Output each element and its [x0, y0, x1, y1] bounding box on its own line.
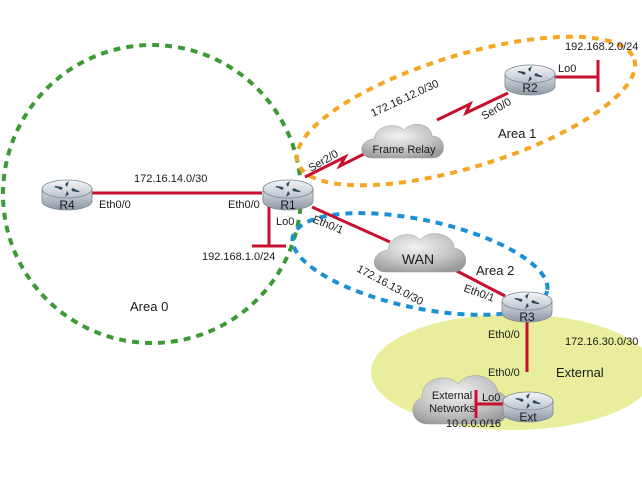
iface-ext-lo0: Lo0 [482, 392, 500, 404]
link-frame-relay-r2 [436, 91, 509, 122]
frame-relay-cloud[interactable]: Frame Relay [361, 124, 444, 159]
area0-label: Area 0 [130, 299, 168, 314]
wan-cloud[interactable]: WAN [374, 233, 466, 273]
iface-r1-ser20: Ser2/0 [307, 148, 341, 175]
subnet-r4-r1: 172.16.14.0/30 [134, 173, 207, 185]
external-label: External [556, 365, 604, 380]
router-r3[interactable]: R3 [501, 291, 553, 324]
router-ext-label: Ext [519, 410, 537, 424]
subnet-r3-ext: 172.16.30.0/30 [565, 336, 638, 348]
router-r2-label: R2 [522, 81, 538, 95]
iface-ext-eth00: Eth0/0 [488, 367, 520, 379]
router-r3-label: R3 [519, 310, 535, 324]
external-networks-label-2: Networks [429, 403, 475, 415]
iface-r3-eth00: Eth0/0 [488, 329, 520, 341]
area1-boundary [294, 34, 638, 188]
iface-r3-eth01: Eth0/1 [462, 283, 496, 305]
iface-r2-lo0: Lo0 [558, 63, 576, 75]
router-r4[interactable]: R4 [41, 179, 93, 212]
link-r1-frame-relay [304, 145, 379, 179]
subnet-r1-lo0: 192.168.1.0/24 [202, 251, 275, 263]
iface-r4-eth00: Eth0/0 [99, 199, 131, 211]
external-networks-cloud[interactable]: External Networks [412, 375, 509, 425]
subnet-r2-lo0: 192.168.2.0/24 [565, 41, 638, 53]
area1-label: Area 1 [498, 126, 536, 141]
area2-label: Area 2 [476, 263, 514, 278]
router-r1-label: R1 [280, 198, 296, 212]
iface-r1-eth01: Eth0/1 [311, 214, 345, 237]
link-r1-wan [311, 205, 391, 244]
external-networks-label-1: External [432, 390, 472, 402]
router-r4-label: R4 [59, 198, 75, 212]
iface-r1-eth00: Eth0/0 [228, 199, 260, 211]
frame-relay-label: Frame Relay [373, 144, 436, 156]
iface-r1-lo0: Lo0 [276, 216, 294, 228]
router-ext[interactable]: Ext [502, 391, 554, 424]
link-wan-r3 [454, 268, 506, 298]
wan-label: WAN [402, 251, 434, 267]
area2-boundary [290, 211, 550, 317]
subnet-ext-lo0: 10.0.0.0/16 [446, 418, 501, 430]
router-r1[interactable]: R1 [262, 179, 314, 212]
router-r2[interactable]: R2 [504, 64, 556, 96]
